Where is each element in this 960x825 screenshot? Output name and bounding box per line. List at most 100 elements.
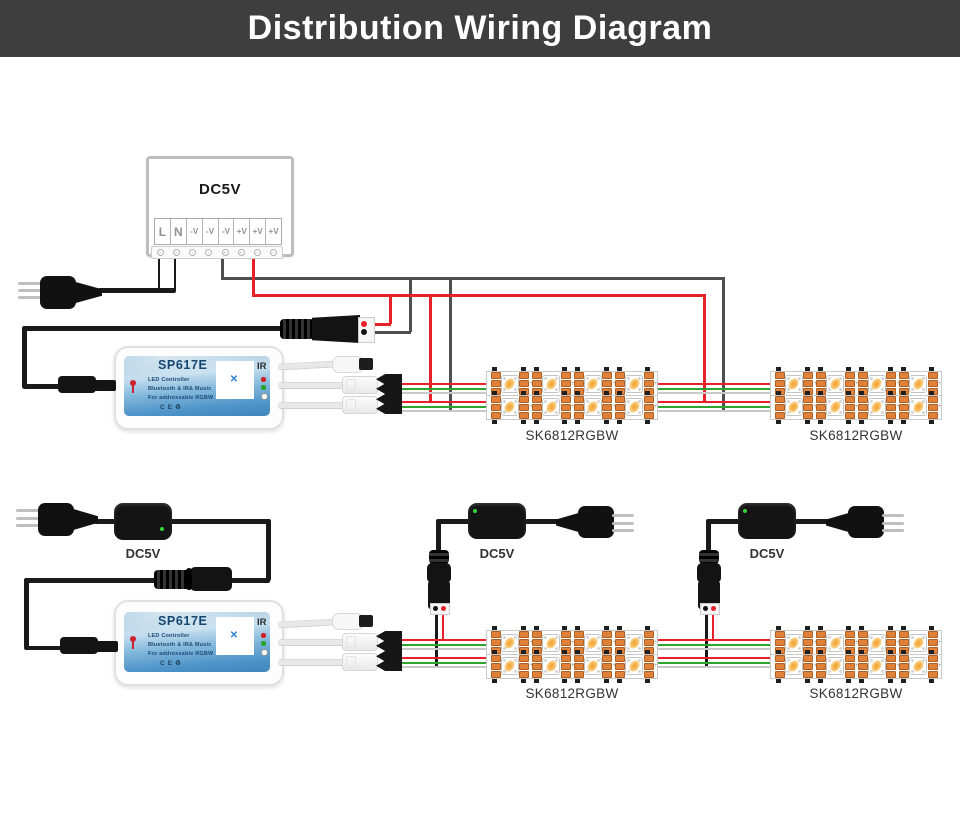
adapter-cable (24, 645, 62, 650)
led-glow (502, 658, 517, 674)
led-unit (531, 626, 573, 659)
controller-type: LED Controller (148, 377, 190, 383)
solder-pads (886, 391, 896, 424)
ir-cable (277, 360, 337, 371)
plug-prong (882, 514, 904, 517)
led-glow (585, 658, 600, 674)
led-chip (826, 633, 845, 652)
strip-wire-5v (400, 383, 487, 385)
page-title: Distribution Wiring Diagram (247, 9, 713, 47)
ce-mark: CE (160, 404, 176, 411)
psu-label: DC5V (198, 181, 241, 198)
barrel-ridges (280, 319, 314, 339)
solder-pads (602, 650, 612, 683)
led-chip (625, 398, 644, 417)
led-chip (826, 657, 845, 676)
led-chip (583, 633, 602, 652)
solder-pads (519, 391, 529, 424)
output-cable (278, 659, 344, 666)
solder-pads (573, 650, 584, 683)
solder-pads (519, 650, 529, 683)
solder-pads (615, 391, 625, 424)
dc-plug-tip (96, 640, 118, 652)
jst-connector-black (376, 631, 402, 651)
adapter-cable (795, 519, 847, 524)
strip-wire-data (400, 643, 487, 646)
led-glow (502, 635, 517, 651)
strip-wire-5v (400, 639, 487, 641)
screw-icon (237, 249, 245, 256)
led-chip (625, 633, 644, 652)
solder-pads (560, 650, 571, 683)
led-unit (856, 367, 898, 400)
wire-neutral (174, 250, 176, 290)
barrel-plug (427, 563, 451, 583)
plug-prong (612, 529, 634, 532)
adapter-cable (24, 578, 29, 648)
jst-connector-black (376, 394, 402, 414)
strip-wire-data (400, 661, 487, 664)
led-chip (826, 398, 845, 417)
plug-prong (612, 514, 634, 517)
terminal-screws (151, 246, 283, 259)
strip-wire-data (657, 643, 772, 646)
strip-wire-5v (400, 657, 487, 659)
controller-feature: Bluetooth & IR& Music (148, 642, 212, 648)
plug-body (40, 276, 76, 309)
qr-code: ✕ (216, 617, 254, 655)
positive-terminal-dot (711, 605, 716, 611)
terminal-L: L (155, 219, 171, 244)
led-chip (909, 657, 928, 676)
led-glow (627, 399, 642, 415)
controller-power-cable (22, 326, 284, 331)
solder-pads (844, 650, 855, 683)
plug-prong (882, 521, 904, 525)
led-unit (815, 650, 857, 683)
led-glow (585, 376, 600, 392)
plug-body (578, 506, 614, 538)
terminal-block: L N -V -V -V +V +V +V (154, 218, 282, 245)
solder-pads (532, 650, 542, 683)
led-strip (770, 367, 942, 424)
controller-feature: Bluetooth & IR& Music (148, 386, 212, 392)
led-glow (911, 376, 926, 392)
controller-type: LED Controller (148, 633, 190, 639)
adapter-cable (706, 521, 711, 555)
led-glow (828, 658, 843, 674)
wire-positive (370, 323, 391, 326)
solder-pads (532, 391, 542, 424)
jst-connector-white (342, 376, 378, 394)
wire-negative (409, 277, 412, 332)
terminal-N: N (171, 219, 187, 244)
led-glow (869, 658, 884, 674)
barrel-plug (697, 563, 721, 583)
led-red (261, 633, 266, 638)
adapter-led (160, 527, 164, 531)
led-glow (786, 658, 801, 674)
barrel-ridges (429, 550, 449, 564)
led-strip-row (770, 626, 942, 659)
led-chip (625, 374, 644, 393)
led-chip (500, 398, 519, 417)
led-glow (828, 376, 843, 392)
led-unit (856, 391, 898, 424)
led-chip (500, 657, 519, 676)
wire-negative (221, 250, 224, 277)
inject-positive (441, 613, 444, 641)
controller-label: SP617E LED Controller Bluetooth & IR& Mu… (124, 612, 270, 672)
power-adapter (114, 503, 172, 540)
led-chip (500, 374, 519, 393)
strip-wire-gnd (657, 665, 772, 668)
led-glow (627, 376, 642, 392)
screw-icon (156, 249, 164, 256)
strip-wire-5v (400, 401, 487, 403)
screw-icon (254, 249, 262, 256)
led-chip (909, 633, 928, 652)
ac-cord (98, 288, 176, 293)
strip-wire-gnd (400, 409, 487, 412)
dc-plug (58, 376, 96, 393)
solder-pads (490, 650, 501, 683)
led-chip (867, 657, 886, 676)
led-glow (544, 635, 559, 651)
strip-label: SK6812RGBW (809, 686, 903, 701)
